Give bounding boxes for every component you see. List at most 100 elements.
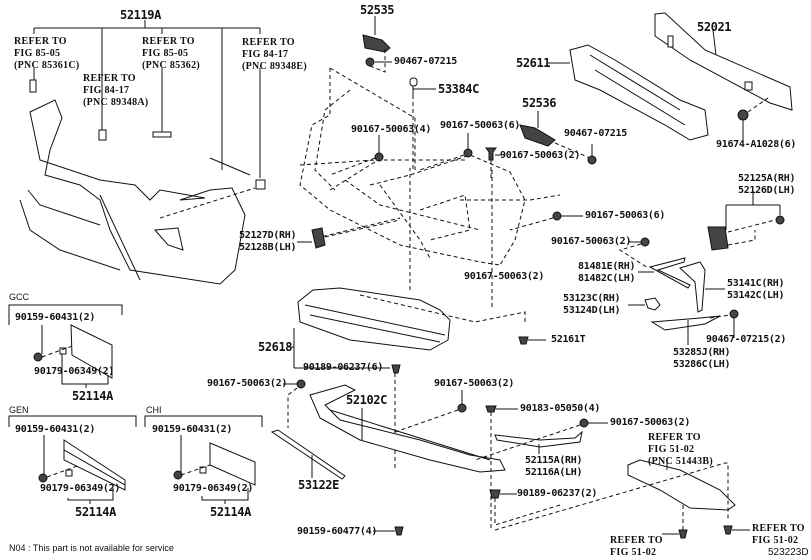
part-label-52125a-rh[interactable]: 52125A(RH): [738, 173, 796, 184]
part-label-90167-50063-2f[interactable]: 90167-50063(2): [610, 417, 691, 428]
part-label-53286c-lh[interactable]: 53286C(LH): [673, 359, 731, 370]
ref-51-02-a-line1: REFER TO: [610, 535, 663, 546]
part-label-90467-07215-a[interactable]: 90467-07215: [394, 56, 457, 67]
license-bracket-gcc: [8, 304, 123, 388]
part-label-53122e[interactable]: 53122E: [298, 478, 339, 492]
ref-51-02-b[interactable]: REFER TO FIG 51-02: [752, 523, 805, 547]
grille-52102c: [283, 379, 518, 530]
absorber-52611: [548, 44, 709, 141]
part-label-90167-50063-6b[interactable]: 90167-50063(6): [585, 210, 666, 221]
ref-85362-line1: REFER TO: [142, 36, 195, 47]
ref-85362-line2: FIG 85-05: [142, 48, 189, 59]
pin-53384c: [409, 77, 436, 170]
part-label-90167-50063-2a[interactable]: 90167-50063(2): [500, 150, 581, 161]
reinforcement-52021: [654, 12, 793, 142]
gcc-label-52114a[interactable]: 52114A: [72, 389, 113, 403]
ref-89348e[interactable]: REFER TO FIG 84-17 (PNC 89348E): [242, 37, 307, 73]
bumper-cover-52119a: [19, 99, 256, 285]
garnish-52115a: [474, 418, 608, 461]
part-label-53141c-rh[interactable]: 53141C(RH): [727, 278, 785, 289]
part-label-52127d-rh[interactable]: 52127D(RH): [239, 230, 297, 241]
dashed-52127d: [324, 219, 401, 238]
reflector-52127d: [311, 227, 326, 249]
part-label-90467-07215-b[interactable]: 90467-07215: [564, 128, 627, 139]
ref-89348a[interactable]: REFER TO FIG 84-17 (PNC 89348A): [83, 73, 149, 109]
clip-90189-06237-2: [489, 489, 501, 499]
ref-89348e-line3: (PNC 89348E): [242, 61, 307, 72]
ref-51443b-line3: (PNC 51443B): [648, 456, 713, 467]
bracket-52125a: [707, 192, 785, 251]
gen-label-90179-06349[interactable]: 90179-06349(2): [40, 483, 121, 494]
gcc-label-90159-60431[interactable]: 90159-60431(2): [15, 312, 96, 323]
part-label-52119a[interactable]: 52119A: [120, 8, 161, 22]
screw-90159-60477: [394, 526, 404, 536]
ref-51443b-line2: FIG 51-02: [648, 444, 695, 455]
chi-label-52114a[interactable]: 52114A: [210, 505, 251, 519]
bracket-52536: [519, 111, 597, 165]
chi-label-90179-06349[interactable]: 90179-06349(2): [173, 483, 254, 494]
part-label-81482c-lh[interactable]: 81482C(LH): [578, 273, 636, 284]
sensor-89348e: [255, 179, 266, 190]
ref-51-02-b-line1: REFER TO: [752, 523, 805, 534]
gen-label-52114a[interactable]: 52114A: [75, 505, 116, 519]
footnote: N04 : This part is not available for ser…: [9, 543, 174, 553]
group-label-chi: CHI: [146, 405, 162, 415]
part-label-52116a-lh[interactable]: 52116A(LH): [525, 467, 583, 478]
grille-53141c: [679, 261, 725, 313]
bracket-89348a: [98, 129, 107, 141]
emblem-85362: [152, 131, 172, 138]
part-label-52102c[interactable]: 52102C: [346, 393, 387, 407]
gen-label-90159-60431[interactable]: 90159-60431(2): [15, 424, 96, 435]
part-label-53124d-lh[interactable]: 53124D(LH): [563, 305, 621, 316]
part-label-52126d-lh[interactable]: 52126D(LH): [738, 185, 796, 196]
part-label-52536[interactable]: 52536: [522, 96, 557, 110]
part-label-90189-06237-6[interactable]: 90189-06237(6): [303, 362, 384, 373]
clip-52161t: [518, 336, 529, 345]
gcc-label-90179-06349[interactable]: 90179-06349(2): [34, 366, 115, 377]
ref-51-02-a[interactable]: REFER TO FIG 51-02: [610, 535, 663, 559]
part-label-81481e-rh[interactable]: 81481E(RH): [578, 261, 636, 272]
part-label-52535[interactable]: 52535: [360, 3, 395, 17]
part-label-53142c-lh[interactable]: 53142C(LH): [727, 290, 785, 301]
cover-53123c: [628, 297, 661, 311]
part-label-90189-06237-2[interactable]: 90189-06237(2): [517, 488, 598, 499]
clip-85361c: [29, 79, 37, 93]
ref-89348a-line3: (PNC 89348A): [83, 97, 149, 108]
ref-85362[interactable]: REFER TO FIG 85-05 (PNC 85362): [142, 36, 200, 72]
ref-51443b[interactable]: REFER TO FIG 51-02 (PNC 51443B): [648, 432, 713, 468]
ref-89348a-line1: REFER TO: [83, 73, 136, 84]
part-label-90167-50063-2d[interactable]: 90167-50063(2): [207, 378, 288, 389]
part-label-52161t[interactable]: 52161T: [551, 334, 586, 345]
license-bracket-chi: [144, 415, 263, 504]
part-label-91674-a1028[interactable]: 91674-A1028(6): [716, 139, 797, 150]
garnish-81481e: [638, 257, 691, 289]
part-label-90167-50063-2c[interactable]: 90167-50063(2): [464, 271, 545, 282]
ref-85361c[interactable]: REFER TO FIG 85-05 (PNC 85361C): [14, 36, 80, 72]
part-label-52128b-lh[interactable]: 52128B(LH): [239, 242, 297, 253]
license-bracket-gen: [8, 415, 137, 504]
molding-53122e: [270, 429, 346, 480]
ref-89348e-line1: REFER TO: [242, 37, 295, 48]
ref-51-02-b-line2: FIG 51-02: [752, 535, 799, 546]
part-label-90467-07215-2[interactable]: 90467-07215(2): [706, 334, 787, 345]
part-label-53285j-rh[interactable]: 53285J(RH): [673, 347, 731, 358]
chi-label-90159-60431[interactable]: 90159-60431(2): [152, 424, 233, 435]
ref-85362-line3: (PNC 85362): [142, 60, 201, 71]
part-label-52611[interactable]: 52611: [516, 56, 551, 70]
part-label-90159-60477[interactable]: 90159-60477(4): [297, 526, 378, 537]
part-label-90167-50063-4[interactable]: 90167-50063(4): [351, 124, 432, 135]
part-label-90167-50063-2b[interactable]: 90167-50063(2): [551, 236, 632, 247]
part-label-52115a-rh[interactable]: 52115A(RH): [525, 455, 583, 466]
part-label-52021[interactable]: 52021: [697, 20, 732, 34]
part-label-52618[interactable]: 52618: [258, 340, 293, 354]
ref-51443b-line1: REFER TO: [648, 432, 701, 443]
part-label-90183-05050[interactable]: 90183-05050(4): [520, 403, 601, 414]
part-label-53123c-rh[interactable]: 53123C(RH): [563, 293, 621, 304]
part-label-90167-50063-2e[interactable]: 90167-50063(2): [434, 378, 515, 389]
part-label-53384c[interactable]: 53384C: [438, 82, 479, 96]
group-label-gen: GEN: [9, 405, 29, 415]
part-label-90167-50063-6a[interactable]: 90167-50063(6): [440, 120, 521, 131]
undercover-51443b: [494, 458, 750, 539]
